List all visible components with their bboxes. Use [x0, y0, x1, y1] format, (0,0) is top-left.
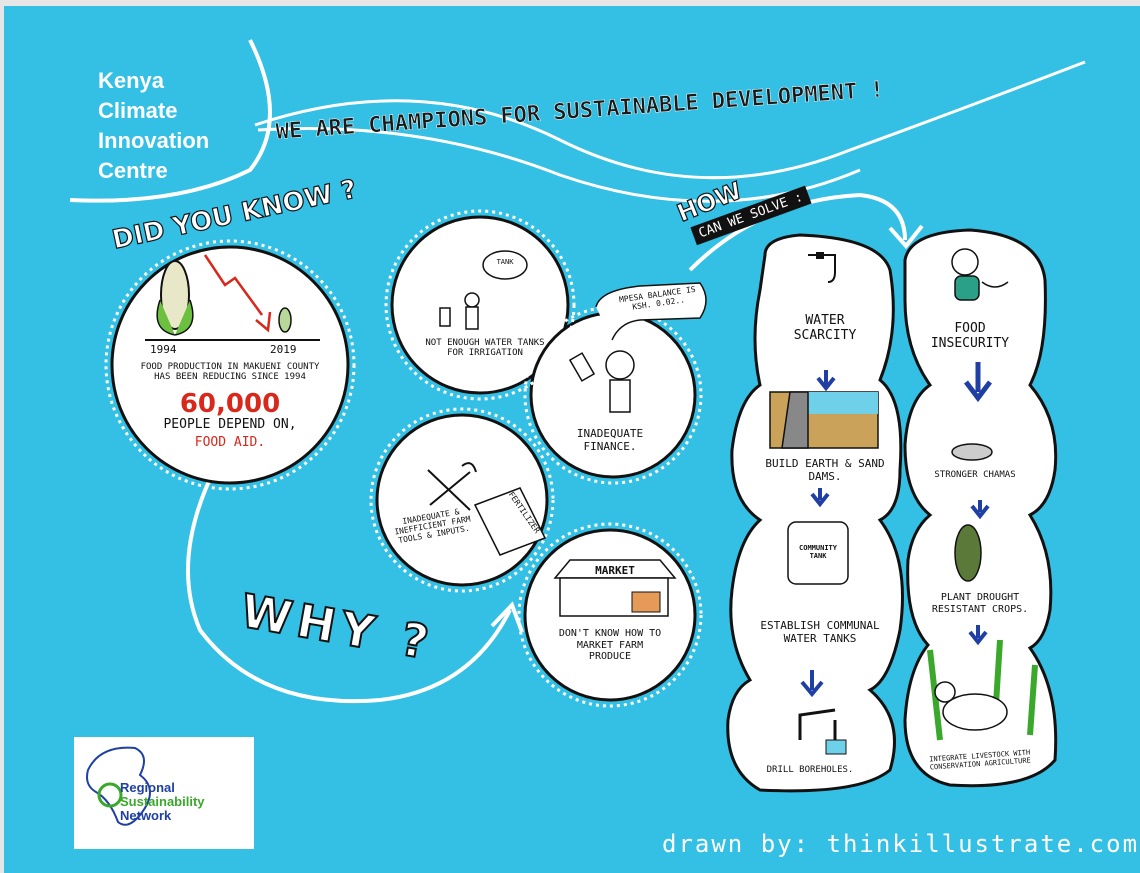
- person-body-icon: [609, 379, 631, 413]
- person-head-icon: [605, 350, 635, 380]
- partner-logo-box: [74, 737, 254, 849]
- cause-finance-label: INADEQUATE FINANCE.: [576, 427, 644, 453]
- partner-name-line2: Sustainability: [120, 794, 205, 809]
- org-name: Kenya Climate Innovation Centre: [98, 68, 210, 183]
- food-problem: FOOD INSECURITY: [930, 321, 1010, 351]
- dam-wall-icon: [781, 391, 809, 449]
- food-aid-count: 60,000: [179, 389, 281, 419]
- food-step-crops: PLANT DROUGHT RESISTANT CROPS.: [931, 592, 1029, 615]
- cause-circle-market-border: [517, 522, 703, 708]
- how-arrow: [688, 192, 907, 272]
- farmer-head-icon: [464, 292, 480, 308]
- why-arrow: [186, 467, 512, 704]
- partner-name-line1: Regional: [120, 780, 175, 795]
- corn-large-icon: [160, 260, 190, 330]
- cause-water-label: NOT ENOUGH WATER TANKS FOR IRRIGATION: [425, 338, 545, 359]
- cow-head-icon: [934, 681, 956, 703]
- africa-outline-icon: [86, 746, 151, 826]
- speech-bubble-icon: [595, 282, 707, 341]
- phone-icon: [568, 352, 596, 382]
- food-arrow-3: [968, 625, 988, 646]
- rsn-emblem-icon: [97, 782, 123, 808]
- water-step-boreholes: DRILL BOREHOLES.: [766, 765, 854, 775]
- water-problem: WATER SCARCITY: [793, 313, 857, 343]
- corn-leaves-large: [156, 299, 194, 336]
- tap-valve-icon: [816, 252, 824, 259]
- cause-circle-tools-border: [369, 407, 555, 593]
- water-arrow-2: [810, 488, 830, 508]
- fertilizer-bag-icon: [473, 487, 547, 556]
- header-swoosh-left: [69, 39, 272, 203]
- water-step-dams: BUILD EARTH & SAND DAMS.: [765, 457, 885, 483]
- decline-arrow: [203, 254, 264, 316]
- year-end: 2019: [270, 343, 297, 356]
- banner-line-upper: [254, 60, 1086, 180]
- water-arrow-3: [800, 670, 824, 698]
- hungry-person-head-icon: [951, 248, 979, 276]
- drought-crop-icon: [954, 524, 982, 582]
- farmer-body-icon: [465, 306, 479, 330]
- water-column-shape: [726, 233, 904, 793]
- cause-water-thought: TANK: [496, 258, 514, 266]
- food-step-chamas: STRONGER CHAMAS: [934, 470, 1016, 480]
- dam-water-icon: [808, 392, 878, 414]
- produce-icon: [631, 591, 661, 613]
- food-arrow-2: [970, 500, 990, 520]
- water-solution-column: [726, 233, 904, 793]
- water-tank-label: COMMUNITY TANK: [799, 544, 837, 561]
- tap-icon: [808, 254, 836, 283]
- how-arrow-head: [888, 224, 924, 250]
- did-you-know-fact: FOOD PRODUCTION IN MAKUENI COUNTY HAS BE…: [140, 362, 320, 383]
- food-aid-people: PEOPLE DEPEND ON,: [163, 417, 297, 432]
- community-tank-icon: [787, 521, 849, 585]
- hungry-person-body-icon: [954, 275, 980, 301]
- coins-icon: [951, 443, 993, 461]
- farm-tools-icon: [427, 462, 477, 511]
- water-step-tanks: ESTABLISH COMMUNAL WATER TANKS: [760, 619, 880, 645]
- food-aid-label: FOOD AID.: [194, 435, 266, 450]
- water-bucket-icon: [825, 739, 847, 755]
- decline-arrow-head: [255, 311, 272, 333]
- cause-market-label: DON'T KNOW HOW TO MARKET FARM PRODUCE: [558, 628, 662, 662]
- cause-market-sign: MARKET: [595, 564, 635, 577]
- cow-icon: [942, 693, 1008, 731]
- illustrator-credit: drawn by: thinkillustrate.com: [662, 830, 1140, 858]
- corn-small-icon: [278, 307, 292, 333]
- tap-post-icon: [439, 307, 451, 327]
- year-start: 1994: [150, 343, 177, 356]
- partner-name-line3: Network: [120, 808, 172, 823]
- thought-bubble-icon: [482, 250, 528, 280]
- partner-logo-text: Regional Sustainability Network: [120, 781, 205, 823]
- empty-bowl-icon: [981, 281, 1009, 288]
- why-arrow-head: [490, 601, 524, 633]
- cause-circle-water-border: [384, 209, 576, 401]
- water-arrow-1: [816, 370, 836, 392]
- banner-line-lower: [257, 126, 861, 203]
- did-you-know-circle-border: [104, 239, 356, 491]
- food-arrow-1: [964, 362, 992, 403]
